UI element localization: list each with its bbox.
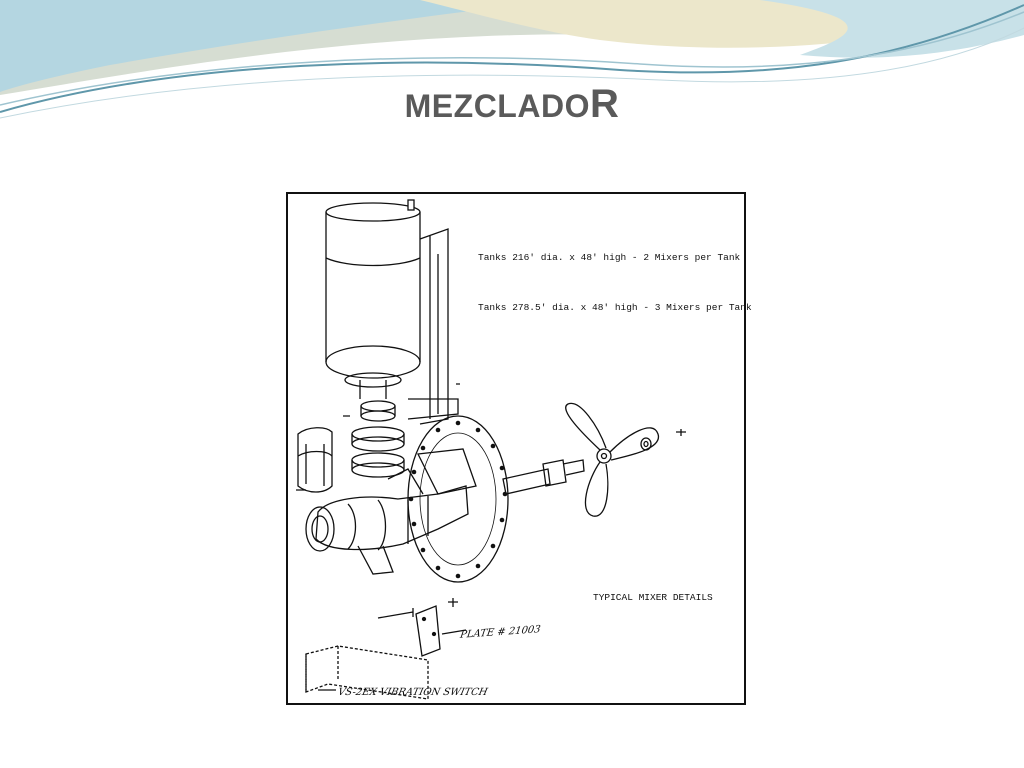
- note-tanks-216: Tanks 216' dia. x 48' high - 2 Mixers pe…: [478, 252, 741, 263]
- wave-line-faint: [0, 27, 1024, 119]
- propeller-icon: [565, 402, 659, 517]
- vibration-switch-icon: [305, 645, 429, 700]
- motor-icon: [325, 199, 421, 399]
- mixer-figure: Tanks 216' dia. x 48' high - 2 Mixers pe…: [286, 192, 752, 705]
- note-typical-mixer-details: TYPICAL MIXER DETAILS: [593, 592, 713, 603]
- bolt-icon: [296, 383, 686, 619]
- label-vibration-switch: VS-2EX VIBRATION SWITCH: [336, 687, 489, 698]
- coupling-guard-icon: [297, 427, 333, 493]
- header-wave-decoration: [0, 0, 1024, 119]
- coupling-icon: [351, 400, 405, 478]
- mixer-line-drawing: [296, 199, 686, 700]
- stand-icon: [407, 228, 459, 425]
- wave-band-lightblue: [760, 0, 1024, 58]
- note-tanks-278: Tanks 278.5' dia. x 48' high - 3 Mixers …: [478, 302, 752, 313]
- wave-line-light: [0, 11, 1024, 106]
- shaft-icon: [502, 459, 585, 495]
- flange-plate-icon: [407, 415, 509, 583]
- wave-line-teal: [0, 4, 1024, 113]
- slide-title-last-letter: R: [589, 82, 620, 126]
- slide-title-main: MEZCLADO: [404, 88, 590, 124]
- wave-band-blue: [0, 0, 560, 92]
- slide-title: MEZCLADOR: [0, 82, 1024, 127]
- bolt-holes: [408, 420, 508, 579]
- mounting-plate-icon: [415, 605, 467, 657]
- gearbox-icon: [305, 448, 477, 575]
